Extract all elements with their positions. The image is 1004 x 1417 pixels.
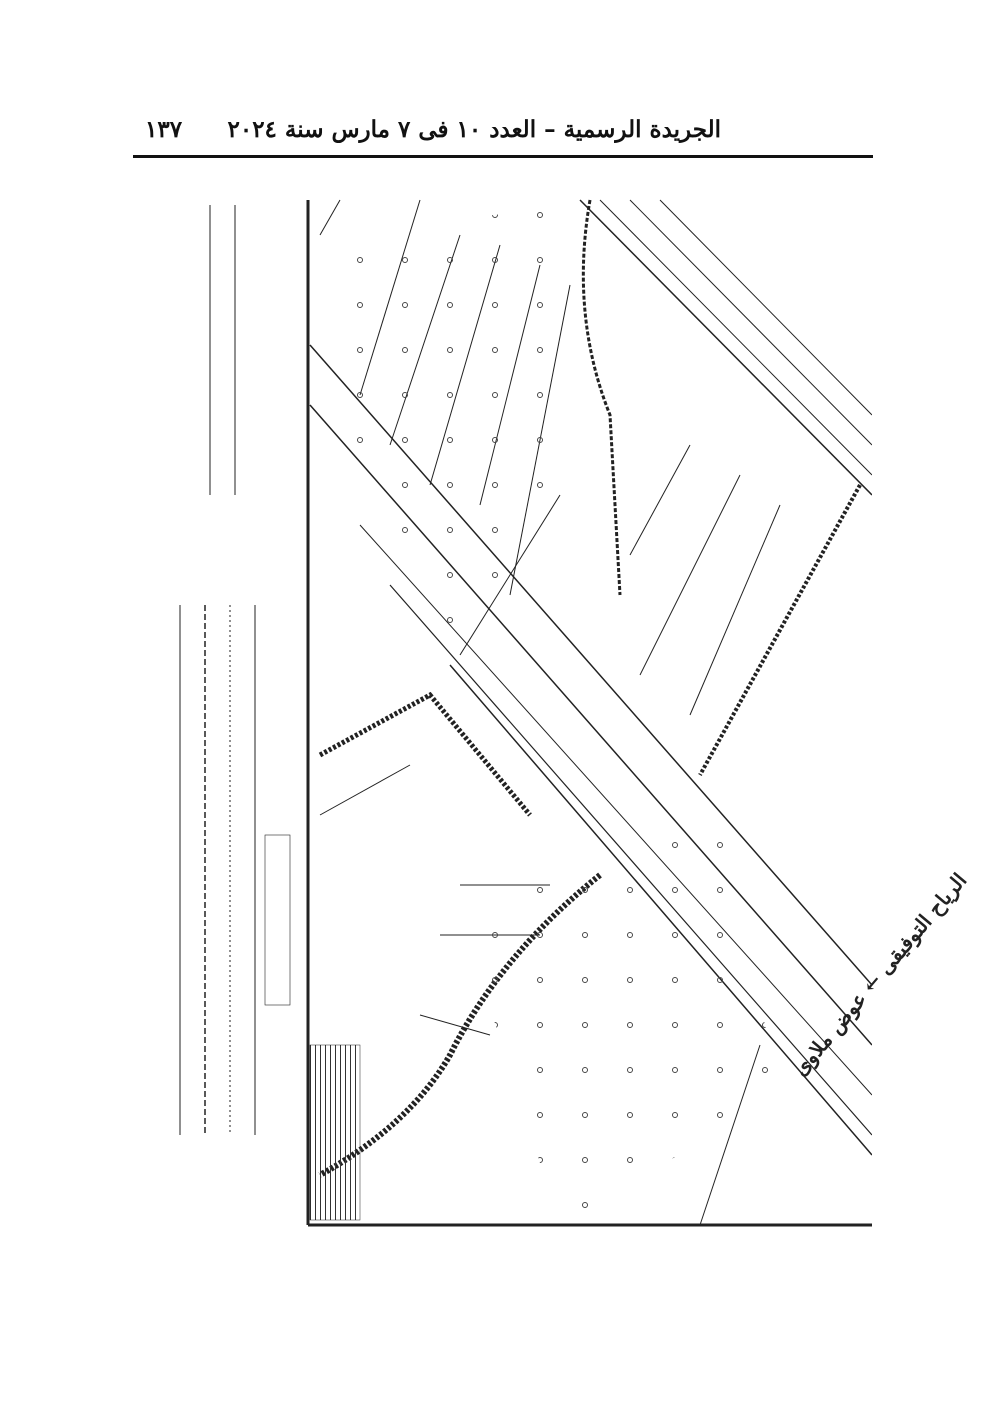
cadastral-map: الرياح التوفيقى ← عوض ملاوى	[160, 195, 971, 1295]
header-divider	[133, 155, 873, 158]
page-header: الجريدة الرسمية – العدد ١٠ فى ٧ مارس سنة…	[133, 112, 873, 152]
gazette-title: الجريدة الرسمية – العدد ١٠ فى ٧ مارس سنة…	[227, 116, 722, 143]
page-number: ١٣٧	[145, 116, 183, 143]
map-drawing	[179, 199, 873, 1227]
